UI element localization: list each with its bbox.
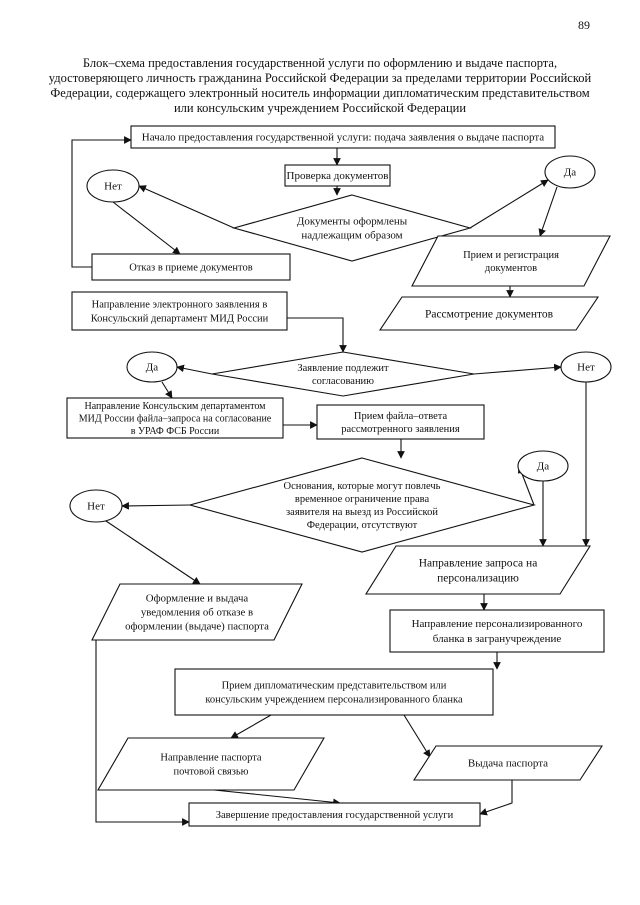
send-by-post-parallelogram	[97, 737, 325, 791]
send-by-post-label: Направление паспорта	[160, 753, 262, 764]
check-docs-label: Проверка документов	[287, 170, 389, 182]
refusal-notice-parallelogram	[91, 583, 303, 641]
connector-arrow	[213, 789, 341, 807]
receive-register-label: документов	[485, 263, 537, 274]
send-blank-label: бланка в загранучреждение	[433, 633, 562, 645]
connector-arrow	[230, 714, 272, 739]
start-label: Начало предоставления государственной ус…	[142, 132, 544, 144]
receive-blank-label: консульским учреждением персонализирован…	[205, 695, 463, 706]
decision-grounds-decision	[187, 457, 537, 553]
title-line: удостоверяющего личность гражданина Росс…	[48, 71, 592, 85]
request-file-label: в УРАФ ФСБ России	[131, 426, 220, 437]
send-blank-label: Направление персонализированного	[412, 618, 583, 630]
decision-grounds-label: заявителя на выезд из Российской	[286, 507, 438, 518]
decision-grounds-label: Федерации, отсутствуют	[307, 520, 418, 531]
no-1-label: Нет	[104, 181, 122, 193]
request-file-box	[66, 397, 284, 439]
decision-approval-label: согласованию	[312, 376, 374, 387]
check-docs-box	[284, 164, 391, 187]
connectors	[71, 136, 590, 826]
yes-3-label: Да	[537, 461, 550, 473]
send-electronic-label: Консульский департамент МИД России	[91, 314, 269, 325]
yes-2-label: Да	[146, 362, 159, 374]
connector-arrow	[95, 640, 190, 826]
title-line: Блок–схема предоставления государственно…	[82, 56, 558, 70]
connector-arrow	[176, 364, 213, 375]
connector-arrow	[105, 520, 201, 585]
refusal-box	[91, 253, 291, 281]
receive-blank-box	[174, 668, 494, 716]
yes-1-oval	[544, 155, 596, 189]
refusal-notice-label: уведомления об отказе в	[141, 607, 253, 619]
connector-arrow	[538, 186, 558, 237]
receive-blank-label: Прием дипломатическим представительством…	[222, 681, 447, 692]
decision-approval-decision	[211, 351, 475, 397]
connector-arrow	[287, 317, 347, 353]
start-box	[130, 125, 556, 149]
yes-1-label: Да	[564, 167, 577, 179]
receive-response-label: рассмотренного заявления	[341, 424, 460, 435]
refusal-label: Отказ в приеме документов	[129, 263, 252, 274]
connector-arrow	[473, 363, 562, 375]
request-file-label: Направление Консульским департаментом	[84, 401, 266, 412]
connector-arrow	[121, 502, 191, 510]
no-3-label: Нет	[87, 501, 105, 513]
end-box	[188, 802, 481, 827]
send-blank-box	[389, 609, 605, 653]
no-1-oval	[86, 169, 140, 203]
issue-passport-label: Выдача паспорта	[468, 758, 548, 770]
personalization-request-label: персонализацию	[437, 572, 519, 584]
connector-arrow	[403, 714, 431, 758]
decision-grounds-label: Основания, которые могут повлечь	[284, 481, 441, 492]
review-docs-parallelogram	[378, 296, 600, 331]
request-file-label: МИД России файла–запроса на согласование	[79, 413, 272, 424]
no-3-oval	[69, 489, 123, 523]
no-2-oval	[560, 351, 612, 383]
no-2-label: Нет	[577, 362, 595, 374]
personalization-request-parallelogram	[365, 545, 591, 595]
review-docs-label: Рассмотрение документов	[425, 308, 554, 320]
diagram-title: Блок–схема предоставления государственно…	[40, 56, 600, 116]
end-label: Завершение предоставления государственно…	[216, 810, 454, 821]
connector-arrow	[161, 381, 173, 399]
yes-2-oval	[126, 351, 178, 383]
decision-docs-label: Документы оформлены	[297, 216, 408, 228]
refusal-notice-label: Оформление и выдача	[146, 593, 249, 605]
issue-passport-parallelogram	[412, 745, 604, 781]
title-line: Федерации, содержащего электронный носит…	[50, 86, 590, 100]
page-number: 89	[578, 18, 590, 32]
connector-arrow	[469, 179, 549, 229]
connector-arrow	[138, 185, 235, 229]
decision-docs-decision	[231, 194, 473, 262]
connector-arrow	[479, 780, 513, 816]
decision-approval-label: Заявление подлежит	[297, 363, 389, 374]
receive-response-box	[316, 404, 485, 440]
title-line: или консульским учреждением Российской Ф…	[173, 101, 467, 115]
refusal-notice-label: оформлении (выдаче) паспорта	[125, 621, 269, 633]
send-electronic-box	[71, 291, 288, 331]
receive-register-label: Прием и регистрация	[463, 250, 559, 261]
connector-arrow	[112, 201, 181, 255]
connector-arrow	[71, 136, 132, 268]
yes-3-oval	[517, 450, 569, 482]
send-by-post-label: почтовой связью	[173, 767, 248, 778]
personalization-request-label: Направление запроса на	[419, 557, 538, 569]
decision-docs-label: надлежащим образом	[301, 230, 402, 242]
send-electronic-label: Направление электронного заявления в	[92, 300, 268, 311]
decision-grounds-label: временное ограничение права	[295, 494, 430, 505]
nodes: Начало предоставления государственной ус…	[66, 125, 612, 827]
receive-response-label: Прием файла–ответа	[354, 411, 448, 422]
receive-register-parallelogram	[411, 235, 611, 287]
